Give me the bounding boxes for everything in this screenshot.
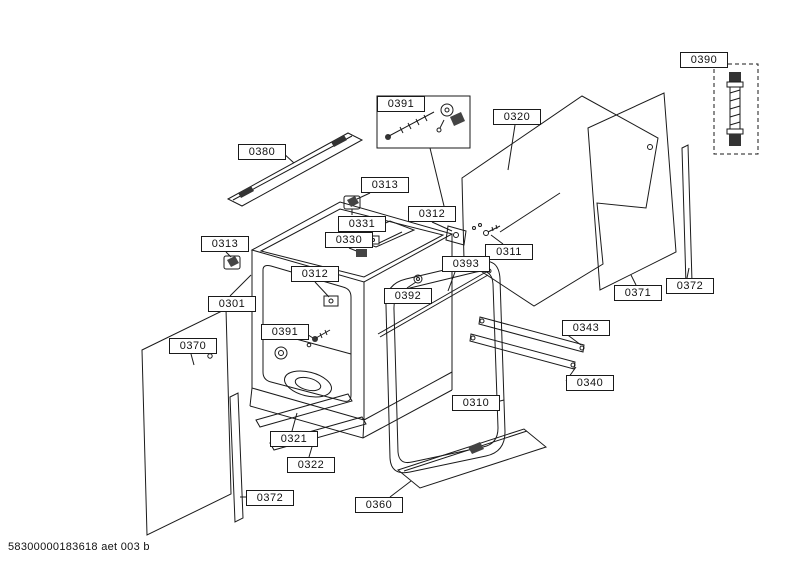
part-label-0343: 0343 bbox=[562, 320, 610, 336]
part-label-0392: 0392 bbox=[384, 288, 432, 304]
part-label-0313-left: 0313 bbox=[201, 236, 249, 252]
part-label-0372-left: 0372 bbox=[246, 490, 294, 506]
part-label-0320: 0320 bbox=[493, 109, 541, 125]
part-label-0310: 0310 bbox=[452, 395, 500, 411]
base-strip-0321 bbox=[255, 393, 353, 428]
clamp-0313-left bbox=[223, 255, 241, 270]
part-label-0393: 0393 bbox=[442, 256, 490, 272]
leader-lines bbox=[190, 124, 690, 498]
part-label-0391-kit: 0391 bbox=[377, 96, 425, 112]
trim-strip-0372-left bbox=[229, 392, 244, 523]
bracket-0312-top bbox=[445, 223, 482, 246]
rail-0340 bbox=[469, 333, 576, 370]
part-label-0301: 0301 bbox=[208, 296, 256, 312]
hose-kit-0390 bbox=[713, 63, 759, 155]
part-label-0322: 0322 bbox=[287, 457, 335, 473]
side-panel-0371 bbox=[587, 92, 677, 291]
trim-strip-0372-right bbox=[681, 144, 693, 286]
bottom-panel-0360 bbox=[396, 428, 548, 489]
top-insulation-strip-0380 bbox=[226, 132, 364, 207]
part-label-0313-top: 0313 bbox=[361, 177, 409, 193]
insulation-panel-0320 bbox=[461, 95, 659, 307]
part-label-0321: 0321 bbox=[270, 431, 318, 447]
part-label-0391-screw: 0391 bbox=[261, 324, 309, 340]
base-strip-0322 bbox=[269, 416, 367, 451]
bracket-0312-left bbox=[323, 295, 339, 307]
clip-0392 bbox=[413, 274, 423, 284]
part-label-0311: 0311 bbox=[485, 244, 533, 260]
part-label-0360: 0360 bbox=[355, 497, 403, 513]
part-label-0312-left: 0312 bbox=[291, 266, 339, 282]
part-label-0312-top: 0312 bbox=[408, 206, 456, 222]
screw-0391-lower bbox=[306, 329, 331, 348]
part-label-0372-right: 0372 bbox=[666, 278, 714, 294]
document-number: 58300000183618 aet 003 b bbox=[8, 541, 150, 553]
clamp-0313-top bbox=[343, 195, 361, 215]
part-label-0370: 0370 bbox=[169, 338, 217, 354]
part-label-0340: 0340 bbox=[566, 375, 614, 391]
part-label-0330: 0330 bbox=[325, 232, 373, 248]
rail-0343 bbox=[478, 316, 585, 353]
part-label-0390: 0390 bbox=[680, 52, 728, 68]
fitting-0330 bbox=[356, 249, 367, 257]
screw-0311 bbox=[483, 224, 501, 236]
part-label-0331: 0331 bbox=[338, 216, 386, 232]
part-label-0371: 0371 bbox=[614, 285, 662, 301]
part-label-0380: 0380 bbox=[238, 144, 286, 160]
